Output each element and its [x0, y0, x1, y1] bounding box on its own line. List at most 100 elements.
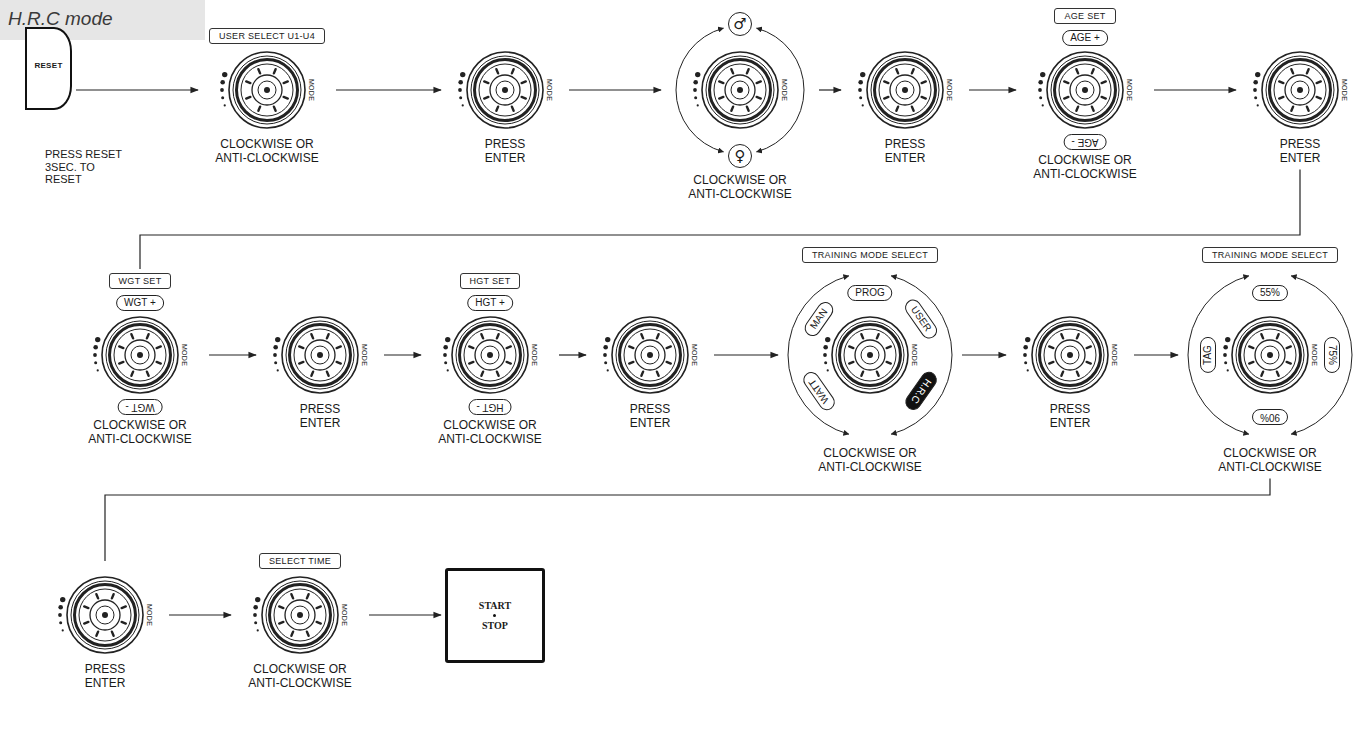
- dial-knob: [603, 317, 688, 393]
- level-dot: [859, 96, 862, 99]
- level-dot: [694, 96, 697, 99]
- dial-ring: [1262, 52, 1338, 128]
- dial-grip: [849, 362, 853, 364]
- rotation-arrow: [788, 276, 849, 434]
- dial-center: [264, 87, 270, 93]
- dial-label: 90%: [1252, 409, 1288, 425]
- dial-ring: [270, 585, 331, 646]
- level-dot: [257, 629, 259, 631]
- step-caption: CLOCKWISE OR ANTI-CLOCKWISE: [238, 663, 362, 691]
- dial-grip: [877, 334, 879, 338]
- dial-grip: [731, 107, 733, 111]
- dial-ring: [229, 52, 305, 128]
- dial-grip: [279, 622, 283, 624]
- level-dot: [459, 96, 462, 99]
- dial-grip: [887, 362, 891, 364]
- dial-grip: [157, 346, 161, 348]
- dial-knob: [273, 317, 358, 393]
- dial-knob: [1188, 276, 1352, 434]
- dial-grip: [861, 334, 863, 338]
- mode-label: MODE: [1311, 344, 1318, 366]
- dial-center: [1267, 352, 1273, 358]
- dial-grip: [481, 372, 483, 376]
- dial-grip: [629, 346, 633, 348]
- dial-ring: [262, 577, 338, 653]
- dial-ring: [106, 321, 174, 389]
- level-dot: [1039, 96, 1042, 99]
- level-dot: [1255, 72, 1260, 77]
- dial-grip: [641, 334, 643, 338]
- level-dot: [273, 353, 277, 357]
- level-dot: [603, 345, 608, 350]
- dial-grip: [1277, 372, 1279, 376]
- dial-label: HGT -: [468, 399, 511, 415]
- button-label: AGE -: [1071, 135, 1098, 149]
- level-dot: [59, 621, 62, 624]
- level-dot: [697, 104, 699, 106]
- dial-ring: [496, 81, 514, 99]
- dial-grip: [96, 594, 98, 598]
- flow-arrow: [140, 170, 1300, 269]
- dial-ring: [479, 64, 531, 116]
- mode-label: MODE: [691, 344, 698, 366]
- dial-grip: [497, 372, 499, 376]
- dial-grip: [1092, 107, 1094, 111]
- dial-ring: [836, 321, 904, 389]
- step-caption: CLOCKWISE OR ANTI-CLOCKWISE: [1023, 154, 1147, 182]
- dial-grip: [96, 632, 98, 636]
- dial-grip: [884, 97, 888, 99]
- flow-arrow: [559, 354, 586, 355]
- dial-grip: [337, 362, 341, 364]
- dial-label: 75%: [1324, 337, 1340, 373]
- step-caption: CLOCKWISE OR ANTI-CLOCKWISE: [678, 174, 802, 202]
- level-dot: [1040, 72, 1045, 77]
- dial-grip: [112, 632, 114, 636]
- level-dot: [1025, 337, 1030, 342]
- flow-arrow: [76, 89, 198, 90]
- mode-label-holder: MODE: [341, 604, 348, 626]
- level-dot: [58, 613, 62, 617]
- dial-grip: [112, 594, 114, 598]
- dial-ring: [840, 325, 901, 386]
- dial-knob: [93, 317, 178, 393]
- dial-ring: [490, 75, 520, 105]
- dial-center: [1082, 87, 1088, 93]
- dial-grip: [258, 69, 260, 73]
- dial-center: [502, 87, 508, 93]
- dial-grip: [1287, 362, 1291, 364]
- button-label: HGT +: [475, 296, 505, 310]
- dial-ring: [471, 56, 539, 124]
- level-dot: [1042, 104, 1044, 106]
- dial-ring: [467, 52, 543, 128]
- level-dot: [1027, 369, 1029, 371]
- dial-ring: [274, 589, 326, 641]
- dial-center: [137, 352, 143, 358]
- level-dot: [827, 369, 829, 371]
- level-dot: [607, 369, 609, 371]
- dial-ring: [861, 346, 879, 364]
- dial-grip: [307, 632, 309, 636]
- dial-ring: [1036, 321, 1104, 389]
- level-dot: [824, 361, 827, 364]
- level-dot: [447, 369, 449, 371]
- dial-ring: [612, 317, 688, 393]
- gender-symbol: ♂: [728, 12, 752, 36]
- level-dot: [94, 361, 97, 364]
- dial-ring: [871, 56, 939, 124]
- level-dot: [1038, 88, 1042, 92]
- dial-center: [102, 612, 108, 618]
- level-dot: [275, 337, 280, 342]
- button-label: ♀: [735, 149, 746, 164]
- dial-grip: [157, 362, 161, 364]
- dial-grip: [1287, 346, 1291, 348]
- dial-step: PRESS ENTER: [1240, 40, 1360, 166]
- flow-arrow: [169, 614, 231, 615]
- dial-grip: [307, 594, 309, 598]
- dial-ring: [890, 75, 920, 105]
- dial-ring: [1261, 346, 1279, 364]
- level-dot: [1023, 353, 1027, 357]
- button-label: H.R.C: [907, 375, 934, 405]
- dial-grip: [1279, 97, 1283, 99]
- dial-center: [1297, 87, 1303, 93]
